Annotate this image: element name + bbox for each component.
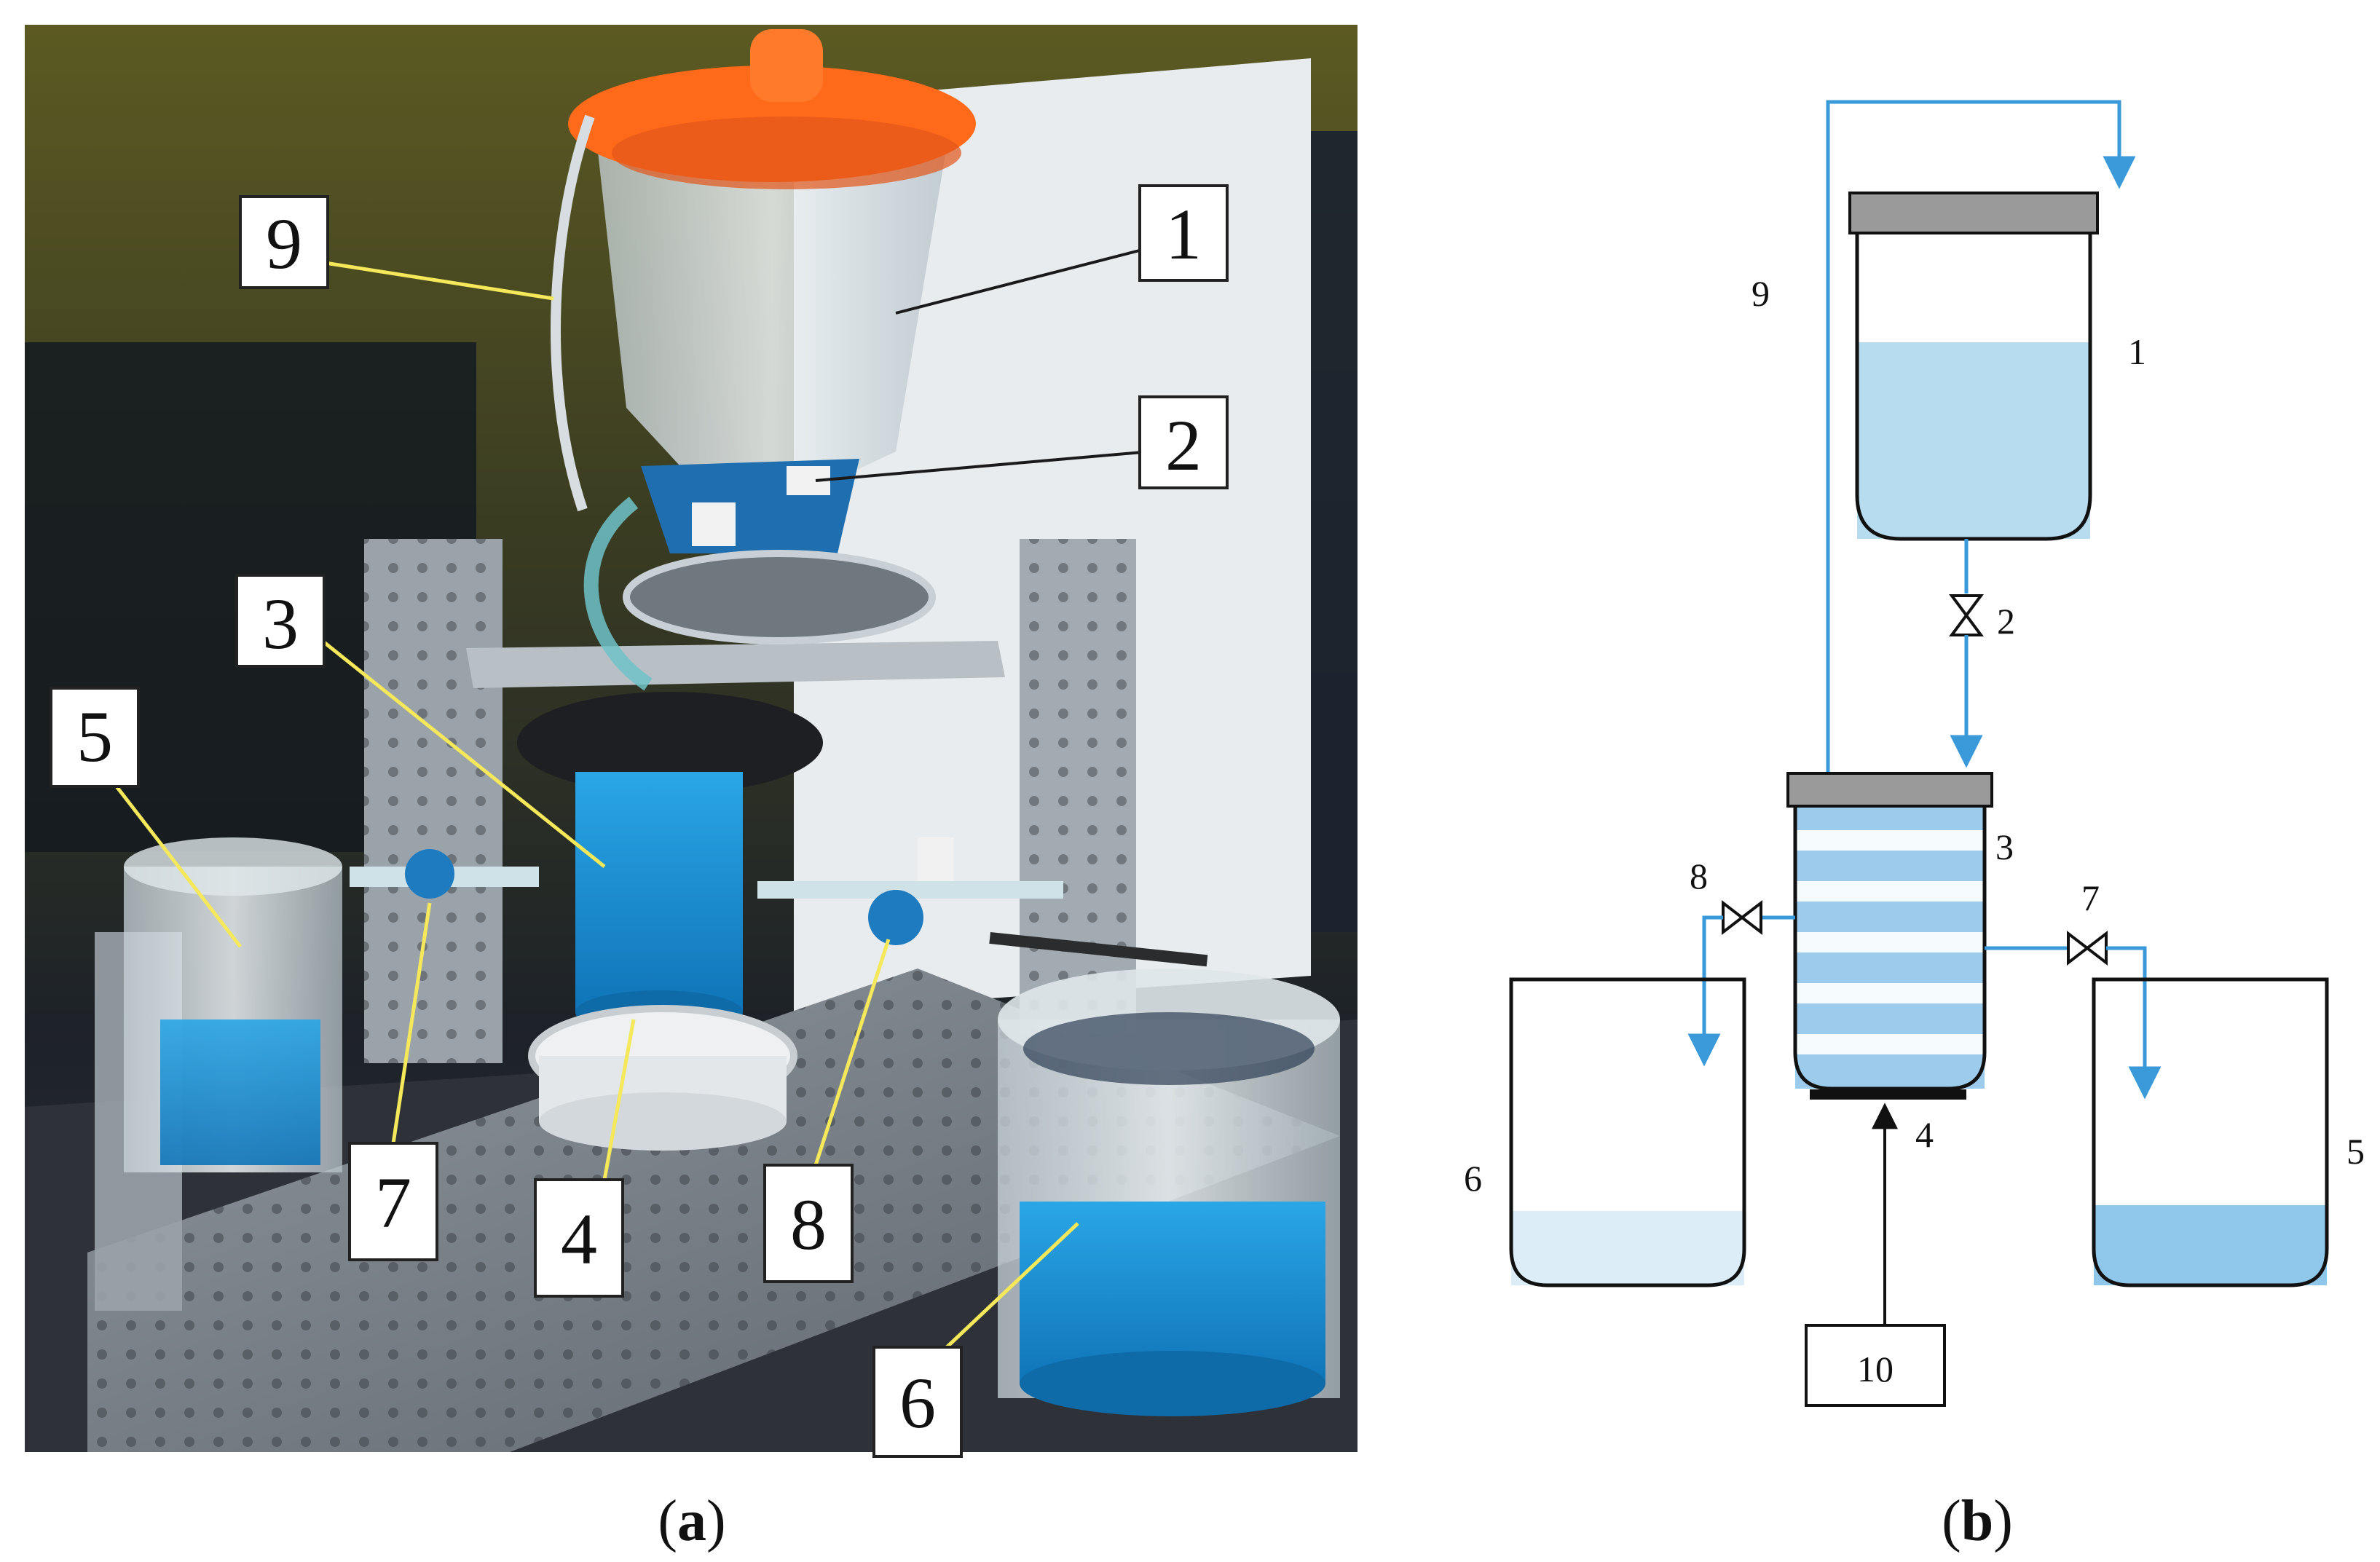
label-1: 1	[2128, 331, 2146, 372]
white-backboard	[794, 58, 1311, 1012]
svg-text:3: 3	[262, 583, 299, 664]
caption-b: (b)	[1942, 1489, 2013, 1553]
outlet-line-7: 7	[1985, 877, 2162, 1100]
label-5: 5	[2346, 1131, 2365, 1172]
light-source-4: 4	[1810, 1089, 1966, 1325]
photo-label-1: 1	[1138, 184, 1229, 282]
label-3: 3	[1995, 827, 2014, 867]
photo-label-4: 4	[534, 1178, 624, 1298]
svg-text:7: 7	[375, 1162, 411, 1243]
svg-text:9: 9	[266, 203, 302, 284]
photo-label-6: 6	[872, 1346, 963, 1458]
photo-leader-lines	[115, 260, 1079, 1349]
photo-label-3: 3	[235, 574, 326, 668]
photoreactor-3: 3	[1786, 772, 2014, 1091]
svg-text:4: 4	[561, 1199, 597, 1279]
label-2: 2	[1997, 601, 2015, 642]
label-8: 8	[1690, 856, 1708, 896]
svg-text:5: 5	[76, 696, 113, 777]
label-4: 4	[1915, 1114, 1934, 1155]
valve-7	[2067, 930, 2090, 966]
valve-2-line: 2	[1949, 539, 2015, 768]
svg-text:6: 6	[899, 1362, 936, 1443]
photo-label-9: 9	[239, 195, 329, 289]
photo-label-2: 2	[1138, 395, 1229, 489]
svg-text:2: 2	[1165, 405, 1202, 486]
schematic-panel: 1 2 3 4	[1464, 100, 2365, 1407]
photo-tap-7	[405, 849, 454, 899]
reactor-lid	[1786, 772, 1993, 808]
power-supply-10: 10	[1805, 1324, 1946, 1407]
outlet-line-8: 8	[1687, 856, 1795, 1067]
recirculation-line-9	[1826, 100, 2136, 772]
photo-reactor-3	[575, 772, 743, 1012]
caption-a: (a)	[658, 1489, 725, 1553]
valve-2	[1949, 594, 1984, 618]
label-6: 6	[1464, 1158, 1482, 1199]
collector-tank-6: 6	[1464, 977, 1746, 1287]
tank-5-liquid	[2094, 1205, 2327, 1285]
photo-label-7: 7	[348, 1142, 438, 1261]
tank-1-lid	[1848, 192, 2099, 234]
photo-reservoir-1	[597, 146, 947, 510]
svg-text:1: 1	[1165, 194, 1202, 275]
reservoir-tank-1: 1	[1848, 192, 2146, 541]
tank-6-liquid	[1511, 1211, 1744, 1285]
photo-label-5: 5	[50, 687, 140, 788]
photo-reactor-cap	[517, 692, 823, 794]
valve-8	[1739, 899, 1762, 936]
label-10: 10	[1857, 1349, 1894, 1389]
tank-1-liquid	[1857, 342, 2090, 539]
photo-panel: 9 1 2 3 5 7 4 8	[25, 25, 1358, 1458]
photo-label-8: 8	[763, 1164, 854, 1283]
label-7: 7	[2081, 877, 2100, 918]
photo-tap-8	[868, 890, 923, 945]
label-9: 9	[1751, 273, 1770, 314]
svg-text:8: 8	[790, 1184, 827, 1265]
collector-tank-5: 5	[2092, 977, 2365, 1287]
